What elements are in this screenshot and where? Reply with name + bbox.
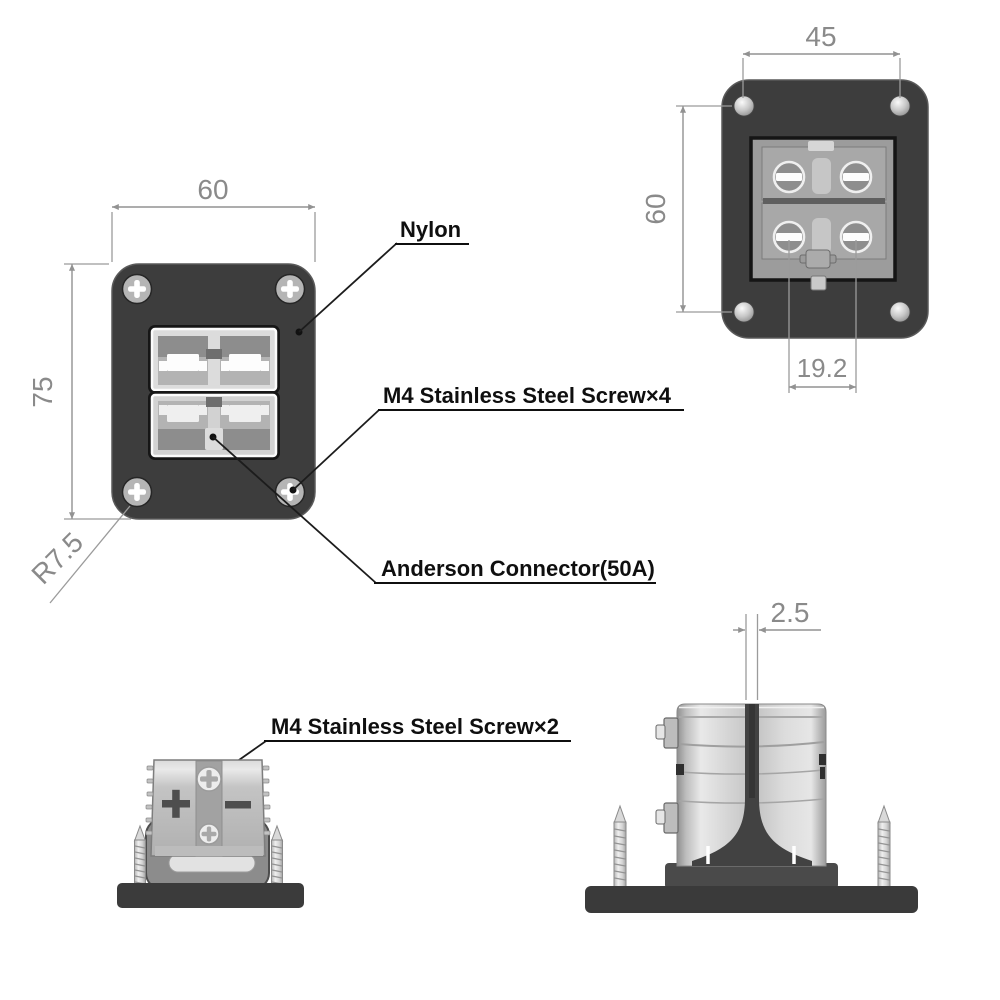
dimension-back-spacing-y: 60 (640, 105, 732, 313)
connector-body-side (655, 703, 827, 867)
screw-head-icon (889, 95, 911, 117)
phillips-screw-icon (274, 476, 306, 508)
callout-anderson-text: Anderson Connector(50A) (381, 556, 655, 581)
front-panel-view: 60 75 R7.5 (25, 174, 316, 604)
dimension-corner-radius: R7.5 (25, 505, 131, 604)
plus-marking (162, 789, 190, 818)
connector-side-view: 2.5 (585, 597, 918, 913)
dimension-back-spacing-x: 45 (742, 21, 901, 98)
screw-head-icon (733, 301, 755, 323)
phillips-screw-icon (121, 273, 153, 305)
callout-m4x4-text: M4 Stainless Steel Screw×4 (383, 383, 672, 408)
callout-m4x2-text: M4 Stainless Steel Screw×2 (271, 714, 559, 739)
dim-back-spacing-x-text: 45 (805, 21, 836, 52)
side-tab (655, 717, 679, 749)
terminal-screw-icon (772, 160, 806, 194)
callout-nylon-text: Nylon (400, 217, 461, 242)
terminal-screw-icon (839, 160, 873, 194)
retaining-clip (799, 249, 837, 291)
terminal-screw-icon (772, 220, 806, 254)
latch-tab (808, 141, 834, 151)
anderson-opening-top (148, 325, 280, 394)
tapping-screw-icon (270, 824, 284, 888)
phillips-screw-icon (196, 766, 222, 792)
screw-head-icon (889, 301, 911, 323)
connector-body-front (145, 759, 271, 857)
side-tab (655, 802, 679, 834)
anderson-opening-bottom (148, 391, 280, 460)
pedestal (665, 863, 838, 889)
tapping-screw-icon (133, 824, 147, 888)
phillips-screw-icon (274, 273, 306, 305)
base-plate (585, 886, 918, 913)
dimension-front-width: 60 (111, 174, 316, 262)
phillips-screw-icon (121, 476, 153, 508)
dim-back-spacing-y-text: 60 (640, 193, 671, 224)
body-side-ribs (145, 765, 271, 836)
dim-rib-thickness-text: 2.5 (771, 597, 810, 628)
terminal-cavity (749, 136, 897, 291)
back-panel-view: 45 60 19.2 (640, 21, 929, 393)
connector-front-view (117, 759, 304, 908)
dimension-terminal-pitch: 19.2 (788, 240, 857, 393)
dim-front-width-text: 60 (197, 174, 228, 205)
callout-anderson-connector: Anderson Connector(50A) (209, 433, 656, 584)
callout-m4-screw-x4: M4 Stainless Steel Screw×4 (289, 383, 684, 494)
dimension-front-height: 75 (27, 263, 131, 520)
base-plate (117, 883, 304, 908)
callout-nylon: Nylon (295, 217, 469, 336)
dim-corner-radius-text: R7.5 (25, 526, 89, 590)
screw-head-icon (733, 95, 755, 117)
dim-front-height-text: 75 (27, 376, 58, 407)
phillips-screw-icon (198, 823, 220, 845)
tapping-screw-icon (877, 804, 891, 889)
dim-terminal-pitch-text: 19.2 (797, 353, 848, 383)
dimension-rib-thickness: 2.5 (733, 597, 821, 700)
minus-marking (225, 801, 251, 809)
tapping-screw-icon (613, 804, 627, 889)
